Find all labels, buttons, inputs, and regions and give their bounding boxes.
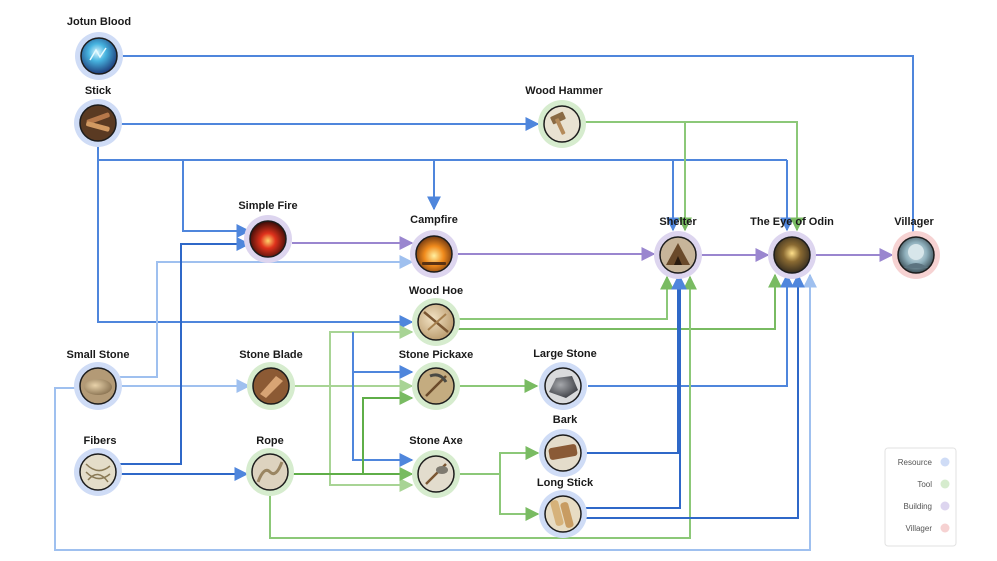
edge-stick-wood-hoe [97,160,414,329]
long-stick-icon [544,495,582,533]
edge-wood-hoe-eye-of-odin [458,273,782,330]
node-shelter[interactable]: Shelter [654,216,702,279]
legend-label: Villager [905,524,932,533]
edge-stick-simple-fire [182,160,251,238]
stone-pickaxe-icon [417,367,455,405]
node-label: The Eye of Odin [750,216,834,228]
legend-item-tool: Tool [917,479,950,489]
shelter-icon [659,236,697,274]
node-label: Wood Hammer [525,85,603,97]
edge-stone-axe-long-stick [499,474,540,521]
node-label: Rope [256,435,284,447]
node-label: Stick [85,85,112,97]
stone-blade-icon [252,367,290,405]
large-stone-icon [544,367,582,405]
node-label: Stone Axe [409,435,462,447]
campfire-icon [415,235,453,273]
wood-hoe-icon [417,303,455,341]
legend-swatch-tool [940,479,950,489]
legend-item-resource: Resource [898,457,950,467]
node-bark[interactable]: Bark [539,414,587,477]
edge-rope-stone-pickaxe [362,391,414,474]
node-fibers[interactable]: Fibers [74,435,122,496]
node-stone-pickaxe[interactable]: Stone Pickaxe [399,349,474,410]
node-stick[interactable]: Stick [74,85,122,147]
node-label: Long Stick [537,477,594,489]
node-label: Simple Fire [238,200,297,212]
edge-long-stick-eye-of-odin [584,273,805,519]
edge-wood-hammer-shelter [584,121,692,232]
legend-swatch-resource [940,457,950,467]
node-stone-axe[interactable]: Stone Axe [409,435,463,498]
node-label: Small Stone [67,349,130,361]
node-simple-fire[interactable]: Simple Fire [238,200,298,263]
stick-icon [79,104,117,142]
eye-of-odin-icon [773,236,811,274]
edge-small-stone-eye-of-odin [54,273,817,551]
small-stone-icon [79,367,117,405]
node-label: Stone Pickaxe [399,349,474,361]
node-label: Large Stone [533,348,597,360]
edge-wood-hoe-shelter [458,275,674,320]
legend-swatch-building [940,501,950,511]
edge-stick-bus [97,142,787,161]
node-eye-of-odin[interactable]: The Eye of Odin [750,216,834,279]
legend-swatch-villager [940,523,950,533]
edge-wood-hammer-eye-of-odin [685,121,804,232]
fibers-icon [79,453,117,491]
edge-jotun-blood-villager [122,55,920,252]
edge-small-stone-campfire [120,255,414,378]
edge-stick-stone-tools-bus [352,332,414,467]
node-label: Fibers [83,435,116,447]
edge-stone-blade-stone-axe [329,386,414,492]
node-rope[interactable]: Rope [246,435,294,496]
node-label: Jotun Blood [67,16,131,28]
legend-label: Building [904,502,932,511]
simple-fire-icon [249,220,287,258]
legend-item-villager: Villager [905,523,950,533]
node-label: Stone Blade [239,349,303,361]
stone-axe-icon [417,455,455,493]
edge-fibers-simple-fire [120,237,251,465]
legend: Resource Tool Building Villager [884,447,957,547]
edges-layer [54,55,920,551]
node-wood-hoe[interactable]: Wood Hoe [409,285,463,346]
node-label: Wood Hoe [409,285,463,297]
rope-icon [251,453,289,491]
node-stone-blade[interactable]: Stone Blade [239,349,303,410]
node-label: Shelter [659,216,697,228]
node-villager[interactable]: Villager [892,216,940,279]
edge-stone-blade-wood-hoe [329,325,414,386]
node-small-stone[interactable]: Small Stone [67,349,130,410]
wood-hammer-icon [543,105,581,143]
node-label: Villager [894,216,934,228]
node-campfire[interactable]: Campfire [410,214,458,278]
legend-item-building: Building [904,501,950,511]
node-large-stone[interactable]: Large Stone [533,348,597,410]
edge-stone-axe-bark [458,446,540,475]
node-label: Bark [553,414,578,426]
edge-bark-shelter [584,275,685,454]
node-wood-hammer[interactable]: Wood Hammer [525,85,603,148]
edge-long-stick-shelter [584,275,687,509]
villager-icon [897,236,935,274]
edge-large-stone-eye-of-odin [588,273,794,387]
legend-label: Tool [917,480,932,489]
edge-rope-shelter [269,275,697,539]
legend-label: Resource [898,458,933,467]
node-label: Campfire [410,214,458,226]
nodes-layer: Jotun Blood Stick Wood Hammer [67,16,940,538]
node-jotun-blood[interactable]: Jotun Blood [67,16,131,80]
bark-icon [544,434,582,472]
node-long-stick[interactable]: Long Stick [537,477,594,538]
jotun-blood-icon [80,37,118,75]
